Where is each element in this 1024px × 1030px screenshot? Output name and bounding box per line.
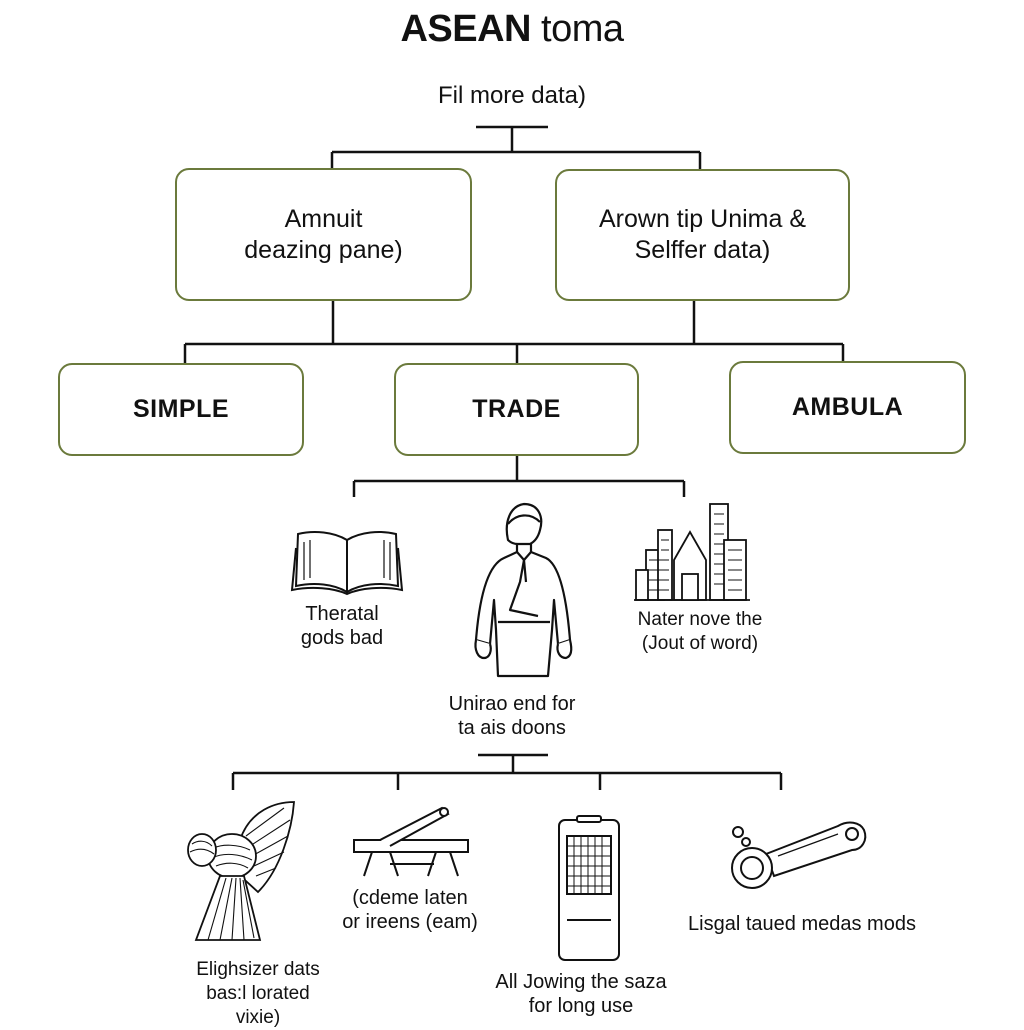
- grid-device-icon: [557, 815, 621, 962]
- level3-caption: Nater nove the (Jout of word): [637, 609, 763, 654]
- level4-caption: Lisgal taued medas mods: [688, 913, 916, 935]
- open-book-icon: [290, 528, 404, 596]
- level2-label: TRADE: [472, 395, 561, 423]
- diagram-subtitle: Fil more data): [437, 82, 587, 109]
- level2-box-simple: SIMPLE: [58, 363, 304, 456]
- level4-caption: (cdeme laten or ireens (eam): [342, 887, 478, 933]
- level1-box: Arown tip Unima & Selffer data): [555, 169, 850, 301]
- level1-label: Arown tip Unima & Selffer data): [598, 205, 807, 264]
- level4-caption: All Jowing the saza for long use: [495, 971, 667, 1017]
- level2-box-trade: TRADE: [394, 363, 639, 456]
- diagram-title: ASEAN toma: [400, 8, 624, 50]
- level2-label: AMBULA: [791, 393, 904, 421]
- city-skyline-icon: [634, 500, 750, 602]
- wrench-tool-icon: [728, 812, 872, 894]
- level3-caption: Unirao end for ta ais doons: [448, 693, 576, 739]
- level4-caption: Elighsizer dats bas:l lorated vixie): [196, 959, 320, 1028]
- person-in-robe-icon: [468, 500, 578, 680]
- workbench-icon: [350, 806, 470, 880]
- level1-label: Amnuit deazing pane): [244, 204, 403, 264]
- level1-box: Amnuit deazing pane): [175, 168, 472, 301]
- fan-statue-icon: [180, 800, 298, 944]
- level2-label: SIMPLE: [132, 395, 230, 423]
- level2-box-ambula: AMBULA: [729, 361, 966, 454]
- level3-caption: Theratal gods bad: [300, 603, 384, 649]
